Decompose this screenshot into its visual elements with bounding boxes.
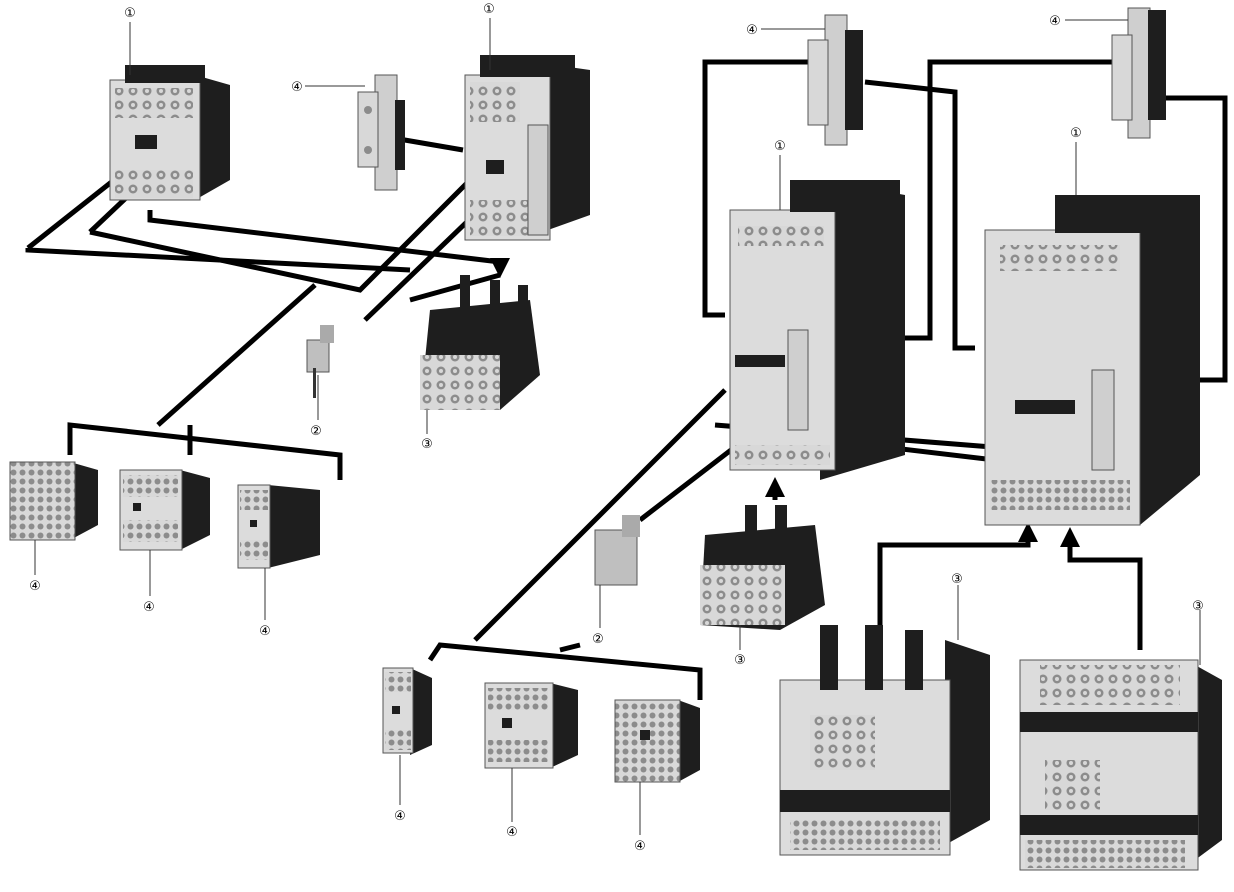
callout-4-aux: ④ xyxy=(143,600,155,615)
suppressor-left xyxy=(306,325,334,398)
callout-1-contactor: ① xyxy=(124,6,136,21)
aux-block-left-1 xyxy=(9,461,98,541)
callout-4-aux: ④ xyxy=(506,825,518,840)
callout-3-overload: ③ xyxy=(1192,599,1204,614)
callout-4-aux: ④ xyxy=(29,579,41,594)
callout-2-suppressor: ② xyxy=(592,632,604,647)
overload-relay-right-small xyxy=(700,505,825,630)
callout-2-suppressor: ② xyxy=(310,424,322,439)
callout-4-aux: ④ xyxy=(634,839,646,854)
callout-4-aux: ④ xyxy=(394,809,406,824)
callout-numbers: ① ① ④ ② ③ ④ ④ ④ ④ ④ ① ① ② ③ ③ ③ ④ ④ ④ xyxy=(29,2,1204,854)
contactor-small-left xyxy=(109,65,230,201)
callout-4-aux: ④ xyxy=(1049,14,1061,29)
side-aux-contact-right-2 xyxy=(1111,7,1166,139)
callout-4-aux: ④ xyxy=(746,23,758,38)
overload-relay-left xyxy=(420,275,540,410)
callout-4-aux: ④ xyxy=(291,80,303,95)
contactor-large-1 xyxy=(729,180,905,480)
aux-block-left-3 xyxy=(237,484,320,569)
callout-3-overload: ③ xyxy=(734,653,746,668)
callout-3-overload: ③ xyxy=(951,572,963,587)
callout-1-contactor: ① xyxy=(774,139,786,154)
contactor-medium-left xyxy=(464,55,590,241)
aux-block-right-2 xyxy=(484,682,578,769)
suppressor-right xyxy=(594,515,640,586)
aux-block-right-1 xyxy=(382,667,432,755)
callout-1-contactor: ① xyxy=(483,2,495,17)
callout-1-contactor: ① xyxy=(1070,126,1082,141)
overload-relay-large-1 xyxy=(779,625,990,856)
aux-block-left-2 xyxy=(119,469,210,551)
connector-lines xyxy=(25,59,1228,700)
contactor-large-2 xyxy=(984,195,1200,526)
overload-relay-large-2 xyxy=(1019,659,1222,871)
callout-leaders xyxy=(34,18,1201,835)
callout-3-overload: ③ xyxy=(421,437,433,452)
side-aux-contact-left xyxy=(357,74,405,191)
callout-4-aux: ④ xyxy=(259,624,271,639)
aux-block-right-3 xyxy=(614,699,700,783)
side-aux-contact-right-1 xyxy=(807,14,863,146)
